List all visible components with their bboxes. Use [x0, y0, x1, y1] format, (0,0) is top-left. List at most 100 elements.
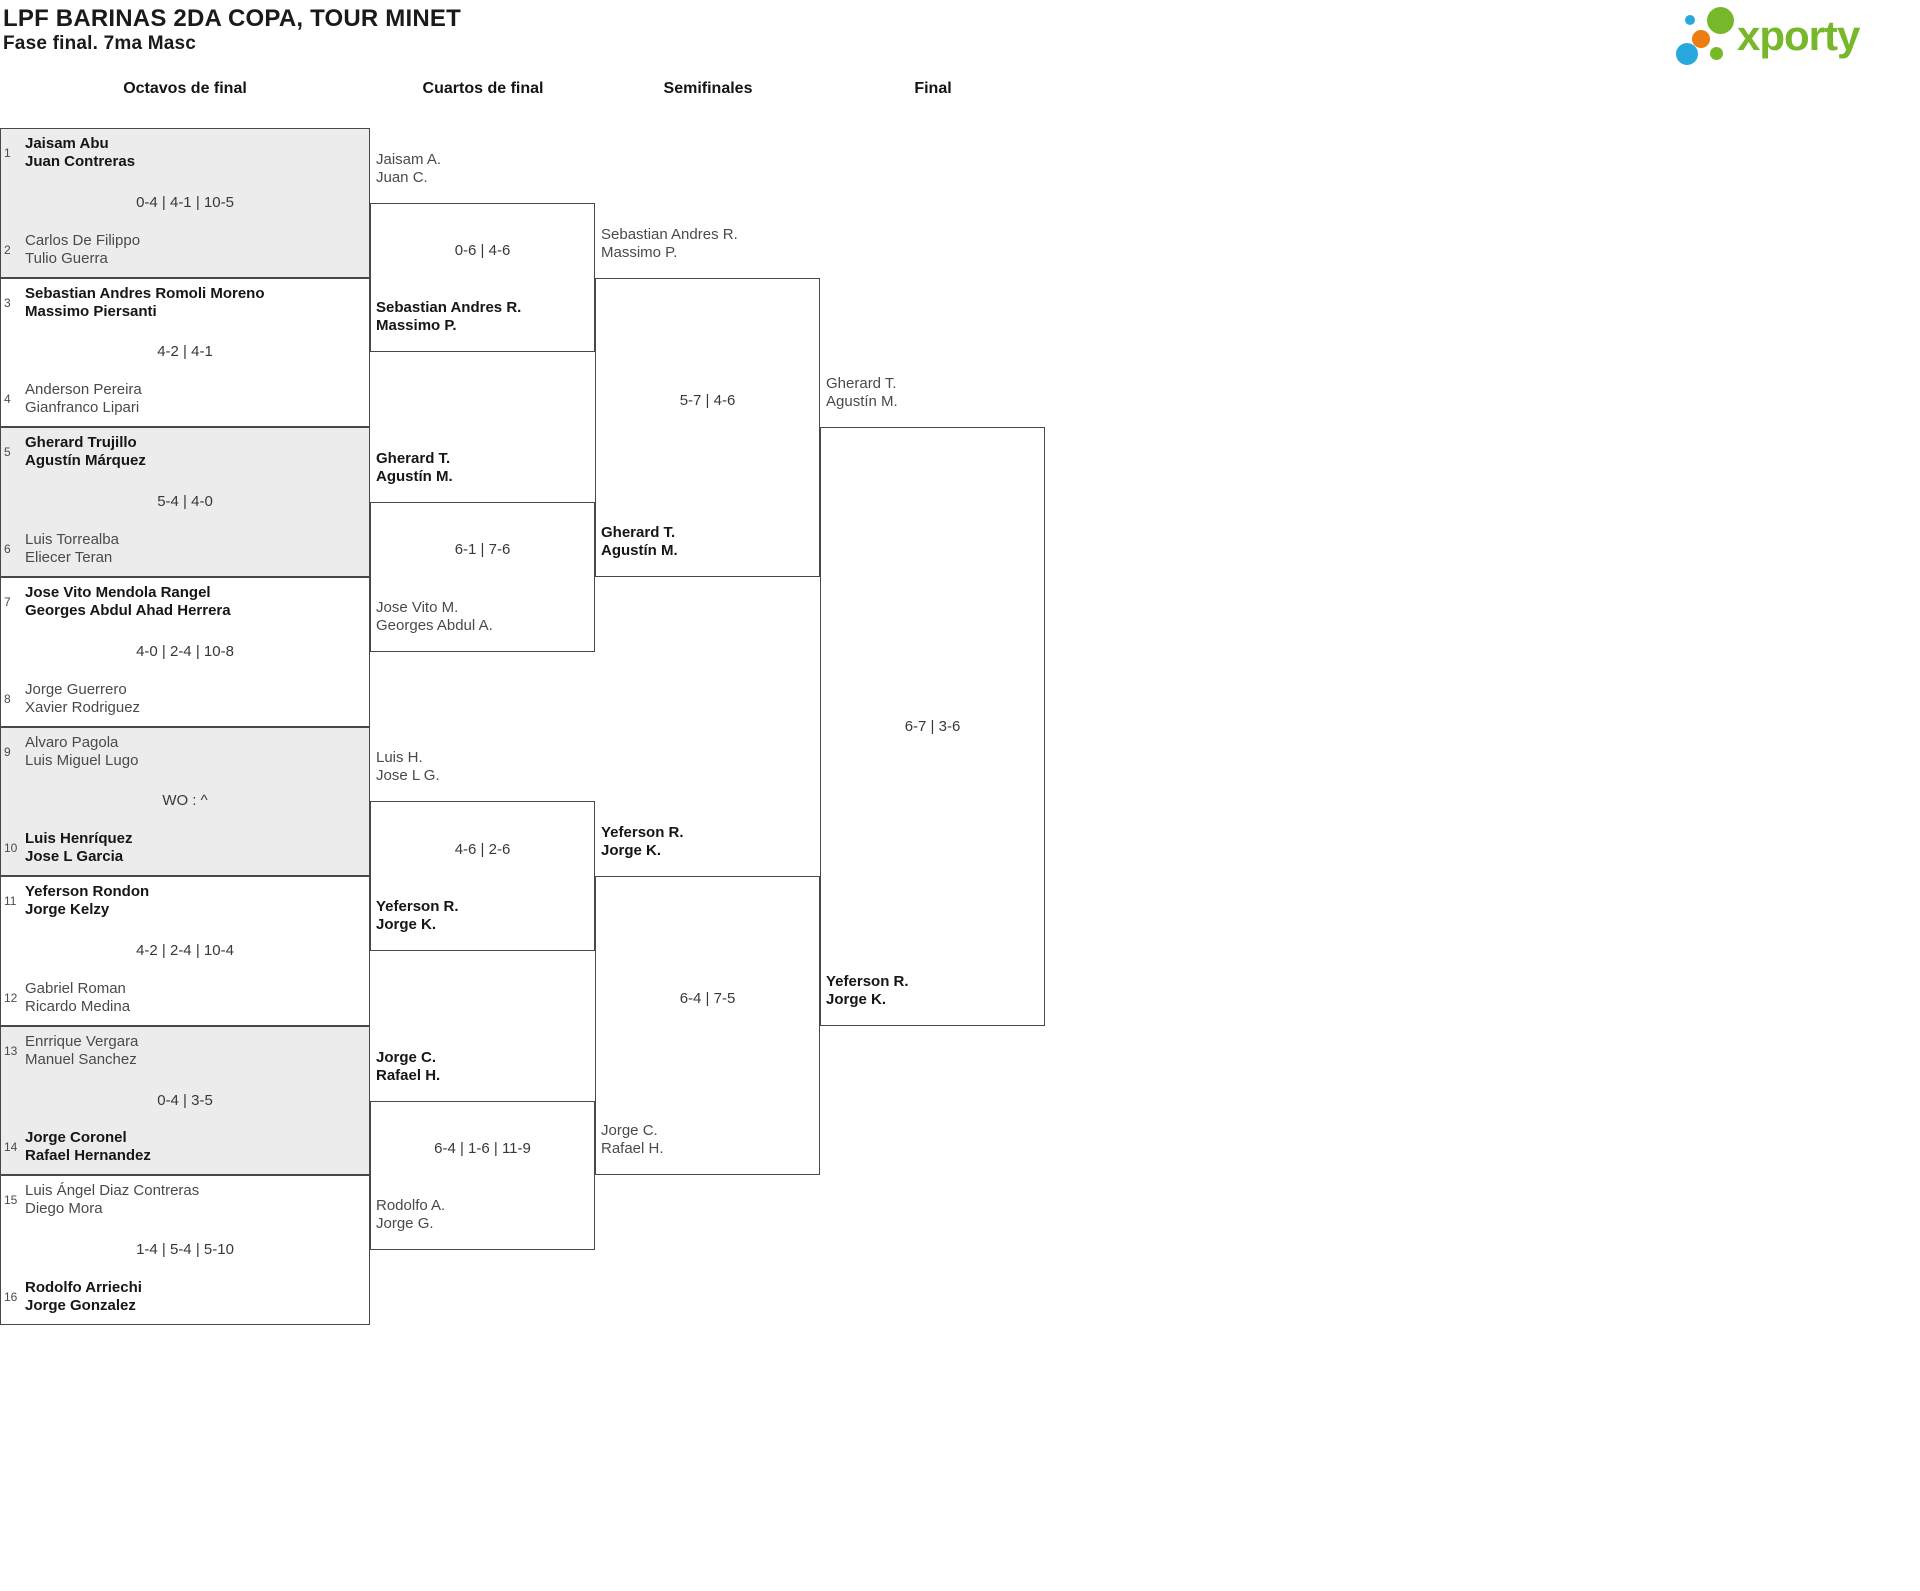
seed-number: 1	[4, 146, 11, 160]
team-top-label: Luis H.Jose L G.	[376, 749, 589, 785]
player-name: Agustín M.	[826, 393, 898, 411]
column-header-final: Final	[914, 80, 952, 97]
seed-number: 12	[4, 990, 18, 1005]
player-name: Agustín Márquez	[25, 452, 146, 470]
seed-number: 3	[4, 295, 11, 310]
team-top-label: Jorge C.Rafael H.	[376, 1049, 589, 1085]
player-name: Gherard T.	[826, 375, 897, 393]
team-top-label: Gherard T.Agustín M.	[826, 375, 1039, 411]
match-score: 0-4 | 3-5	[157, 1091, 213, 1109]
match-score: 0-4 | 4-1 | 10-5	[136, 193, 234, 211]
player-name: Rafael H.	[376, 1066, 441, 1084]
team-bottom-label: Jorge C.Rafael H.	[601, 1122, 814, 1158]
player-name: Jorge Gonzalez	[25, 1297, 136, 1314]
logo-brand-text: xporty	[1737, 12, 1860, 59]
match-score: 4-2 | 2-4 | 10-4	[136, 941, 234, 959]
column-header-octavos: Octavos de final	[123, 80, 247, 97]
match-box-r0-m6	[0, 1025, 370, 1176]
match-box-r1-m2	[370, 801, 595, 951]
player-name: Eliecer Teran	[25, 548, 113, 566]
player-name: Luis Torrealba	[25, 530, 119, 548]
team-top-label: Gherard T.Agustín M.	[376, 450, 589, 486]
match-score: 4-0 | 2-4 | 10-8	[136, 642, 234, 660]
player-name: Luis Miguel Lugo	[25, 751, 139, 769]
match-score: 6-4 | 7-5	[679, 990, 736, 1008]
seed-number: 6	[4, 541, 11, 556]
player-name: Alvaro Pagola	[25, 733, 119, 751]
seed-number: 15	[4, 1193, 18, 1208]
match-box-r0-m4	[0, 726, 370, 877]
seed-number: 13	[4, 1043, 18, 1058]
player-name: Jaisam Abu	[25, 135, 109, 152]
team-bottom-label: Rodolfo A.Jorge G.	[376, 1197, 589, 1233]
player-name: Gherard Trujillo	[25, 434, 137, 452]
seed-number: 9	[4, 744, 11, 759]
player-name: Georges Abdul Ahad Herrera	[25, 601, 231, 619]
player-name: Massimo P.	[601, 243, 678, 261]
seed-number: 14	[4, 1140, 18, 1155]
player-name: Ricardo Medina	[25, 997, 131, 1015]
team-top-label: Jaisam A.Juan C.	[376, 151, 589, 187]
player-name: Jorge K.	[601, 842, 662, 860]
player-name: Jorge C.	[601, 1122, 658, 1140]
player-name: Jose L Garcia	[25, 848, 124, 866]
seed-number: 4	[4, 392, 11, 407]
player-name: Georges Abdul A.	[376, 616, 493, 634]
column-header-semifinales: Semifinales	[663, 80, 753, 97]
team-top-label: Sebastian Andres R.Massimo P.	[601, 226, 814, 262]
match-box-r3-m0	[820, 427, 1045, 1026]
page-subtitle: Fase final. 7ma Masc	[3, 33, 197, 54]
player-name: Rafael H.	[601, 1140, 664, 1158]
player-name: Juan Contreras	[25, 153, 136, 170]
player-name: Juan C.	[376, 168, 428, 186]
xporty-logo[interactable]: xporty	[1670, 0, 1920, 70]
seed-number: 5	[4, 445, 11, 460]
player-name: Rodolfo Arriechi	[25, 1279, 142, 1296]
seed-number: 7	[4, 594, 11, 609]
player-name: Jorge C.	[376, 1048, 437, 1066]
match-score: 6-7 | 3-6	[904, 717, 961, 735]
match-box-r0-m5	[0, 876, 370, 1026]
match-box-r2-m0	[595, 277, 820, 577]
match-box-r0-m0	[0, 128, 370, 278]
player-name: Diego Mora	[25, 1200, 103, 1218]
match-score: 4-6 | 2-6	[454, 840, 511, 858]
match-score: 5-4 | 4-0	[157, 493, 213, 511]
logo-dot-blue-small-icon	[1685, 15, 1695, 25]
player-name: Jorge K.	[376, 915, 437, 933]
player-name: Rafael Hernandez	[25, 1147, 151, 1165]
logo-dot-green-small-icon	[1710, 47, 1723, 60]
player-name: Jorge K.	[826, 990, 887, 1008]
seed-number: 16	[4, 1290, 18, 1304]
match-score: 1-4 | 5-4 | 5-10	[136, 1241, 234, 1259]
logo-dot-orange-icon	[1692, 30, 1710, 48]
player-name: Luis H.	[376, 749, 423, 767]
player-name: Jose L G.	[376, 767, 440, 785]
match-box-r0-m2	[0, 427, 370, 577]
player-name: Massimo Piersanti	[25, 302, 157, 320]
player-name: Sebastian Andres Romoli Moreno	[25, 284, 265, 302]
player-name: Luis Ángel Diaz Contreras	[25, 1182, 200, 1200]
match-box-r1-m1	[370, 502, 595, 652]
player-name: Gherard T.	[601, 523, 676, 541]
team-bottom-label: Yeferson R.Jorge K.	[826, 973, 1039, 1009]
match-score: 5-7 | 4-6	[679, 391, 736, 409]
match-score: 6-1 | 7-6	[454, 541, 511, 559]
player-name: Agustín M.	[601, 541, 678, 559]
match-box-r0-m7	[0, 1175, 370, 1325]
match-box-r0-m3	[0, 576, 370, 727]
match-score: 4-2 | 4-1	[157, 343, 213, 361]
player-name: Luis Henríquez	[25, 830, 133, 848]
